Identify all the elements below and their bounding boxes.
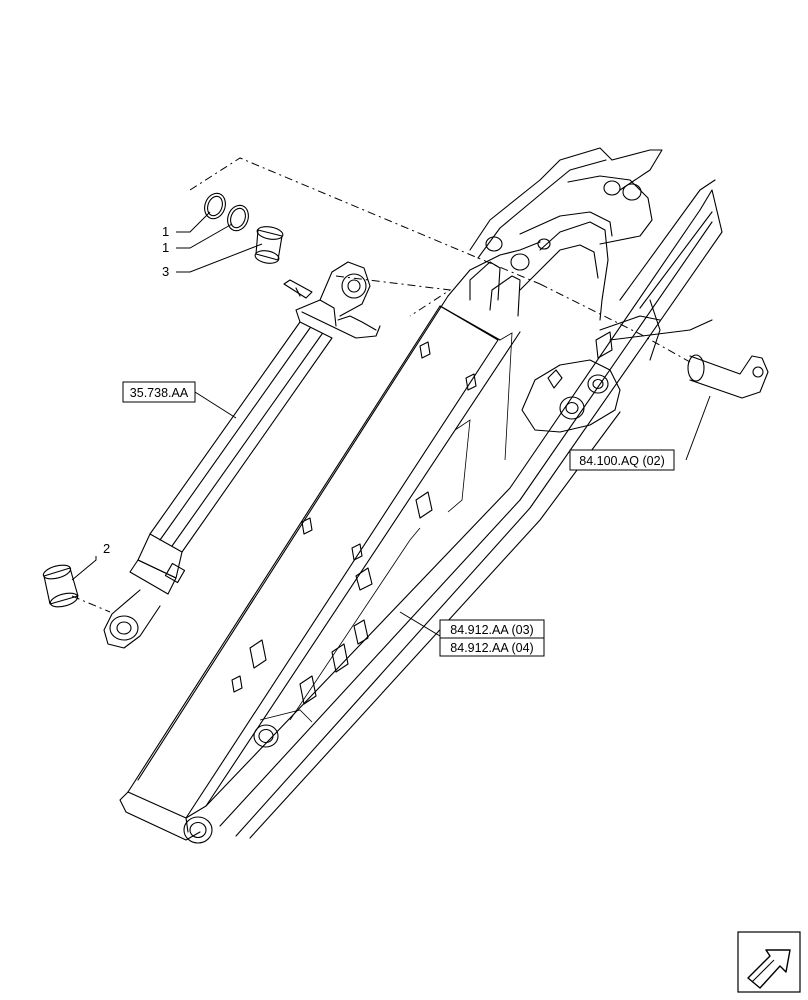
reference-pad-b-label: 84.912.AA (04)	[450, 641, 533, 655]
callout-2: 2	[103, 541, 110, 556]
reference-cylinder[interactable]: 35.738.AA	[122, 381, 196, 403]
callout-1b: 1	[162, 240, 169, 255]
leader-lines	[71, 211, 711, 637]
callout-1a: 1	[162, 224, 169, 239]
boom-arm	[119, 147, 723, 844]
wear-pads	[231, 341, 477, 705]
callout-3: 3	[162, 264, 169, 279]
reference-cylinder-label: 35.738.AA	[130, 386, 189, 400]
reference-pin[interactable]: 84.100.AQ (02)	[569, 449, 675, 471]
reference-pin-label: 84.100.AQ (02)	[579, 454, 664, 468]
hydraulic-cylinder	[103, 261, 381, 649]
boom-pin	[687, 354, 769, 399]
reference-pad-b[interactable]: 84.912.AA (04)	[439, 637, 545, 657]
reference-pad-a[interactable]: 84.912.AA (03)	[439, 619, 545, 639]
reference-pad-a-label: 84.912.AA (03)	[450, 623, 533, 637]
navigation-arrow-icon[interactable]	[737, 931, 801, 993]
assembly-lines	[71, 157, 691, 613]
